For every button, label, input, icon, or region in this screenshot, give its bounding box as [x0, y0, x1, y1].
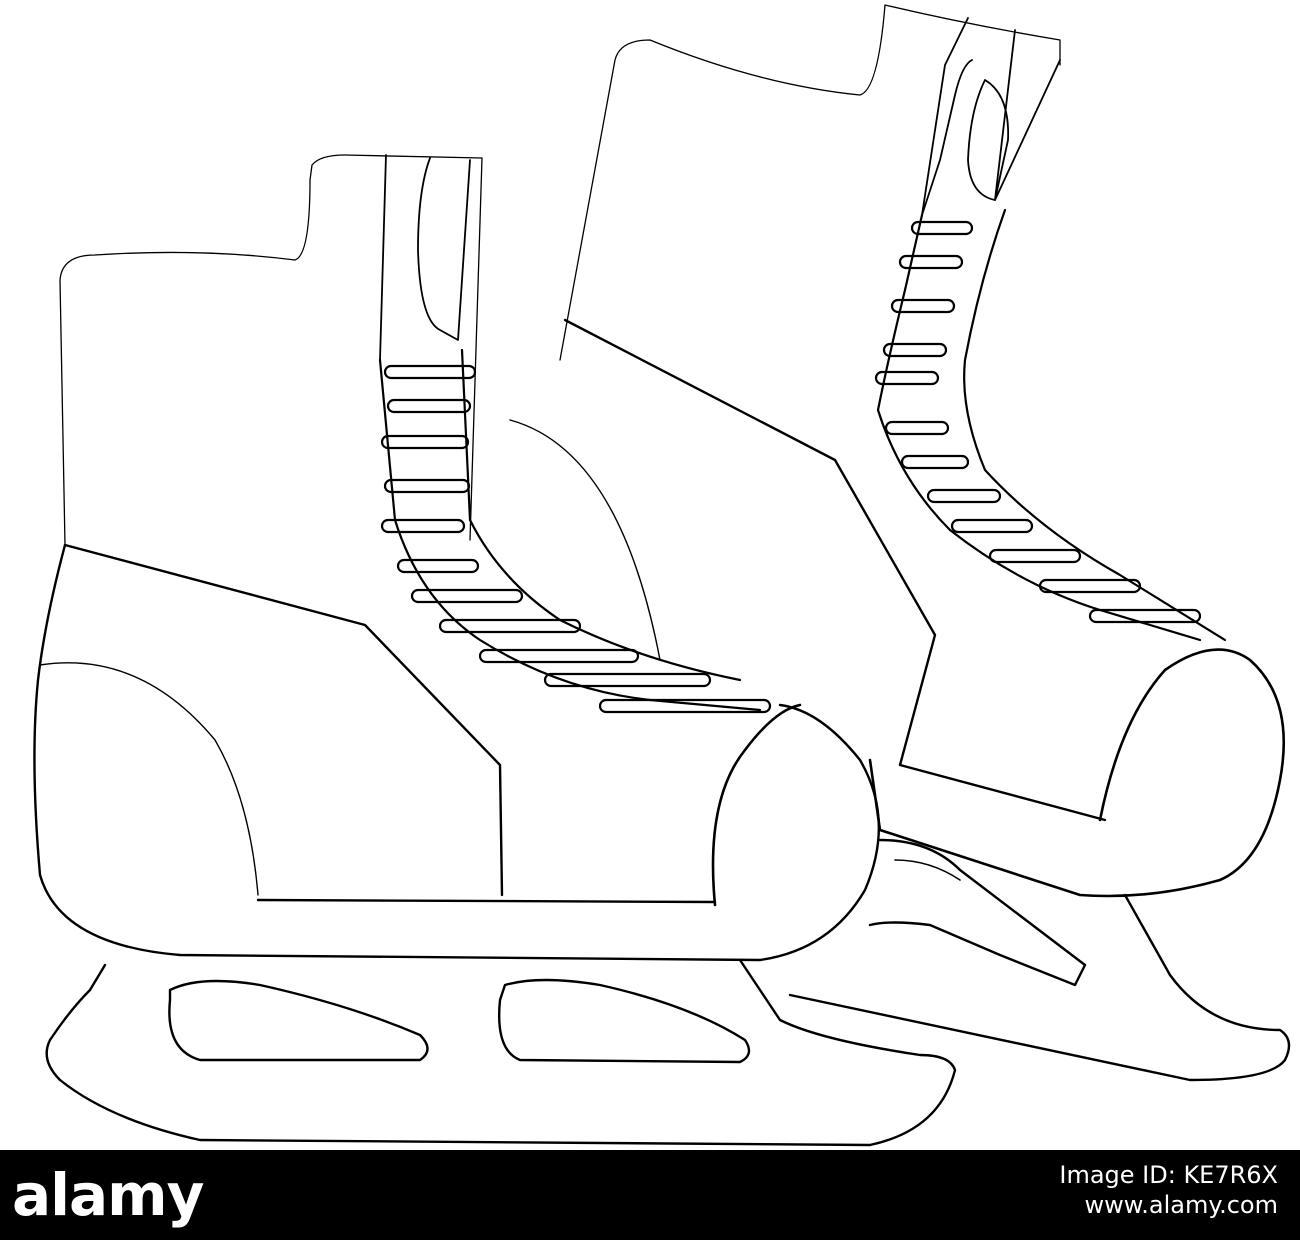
back-skate-blade-holder — [868, 838, 1087, 987]
back-skate-holder-front — [788, 893, 1291, 1082]
back-skate-lace-line-left — [876, 213, 1202, 642]
front-skate-laces — [380, 364, 772, 714]
front-skate-blade-holder — [45, 958, 957, 1147]
front-skate-holder-window-back — [168, 979, 429, 1062]
back-skate-holder-strut — [894, 859, 961, 881]
back-skate-tongue — [921, 17, 1061, 216]
back-skate — [509, 4, 1291, 1082]
front-skate-heel-counter — [39, 662, 259, 896]
front-skate-lace-line-right — [460, 348, 742, 682]
ice-skates-drawing — [33, 4, 1291, 1147]
back-skate-toe-cap — [868, 648, 1286, 898]
front-skate-cuff — [59, 154, 483, 546]
image-info: Image ID: KE7R6X www.alamy.com — [1059, 1160, 1278, 1220]
back-skate-tongue-curve — [967, 79, 1010, 201]
front-skate-toe-cap — [711, 703, 802, 907]
front-skate-holder-window-front — [498, 978, 751, 1064]
image-id: Image ID: KE7R6X — [1059, 1161, 1278, 1189]
back-skate-side-panel — [563, 318, 1107, 822]
site-url: www.alamy.com — [1084, 1191, 1278, 1219]
back-skate-cuff — [559, 4, 1061, 361]
back-skate-laces — [874, 220, 1202, 624]
back-skate-lace-line-right — [963, 208, 1227, 642]
back-skate-heel-curve — [509, 419, 661, 661]
front-skate — [33, 154, 957, 1147]
front-skate-boot-top — [63, 543, 504, 897]
stock-watermark-bar: alamy Image ID: KE7R6X www.alamy.com — [0, 1150, 1300, 1240]
front-skate-heel — [33, 543, 880, 962]
ice-skates-illustration — [33, 4, 1291, 1147]
front-skate-tongue — [379, 154, 471, 361]
front-skate-sole-line — [256, 898, 717, 904]
alamy-logo: alamy — [12, 1158, 204, 1232]
logo-text: alamy — [12, 1161, 204, 1229]
